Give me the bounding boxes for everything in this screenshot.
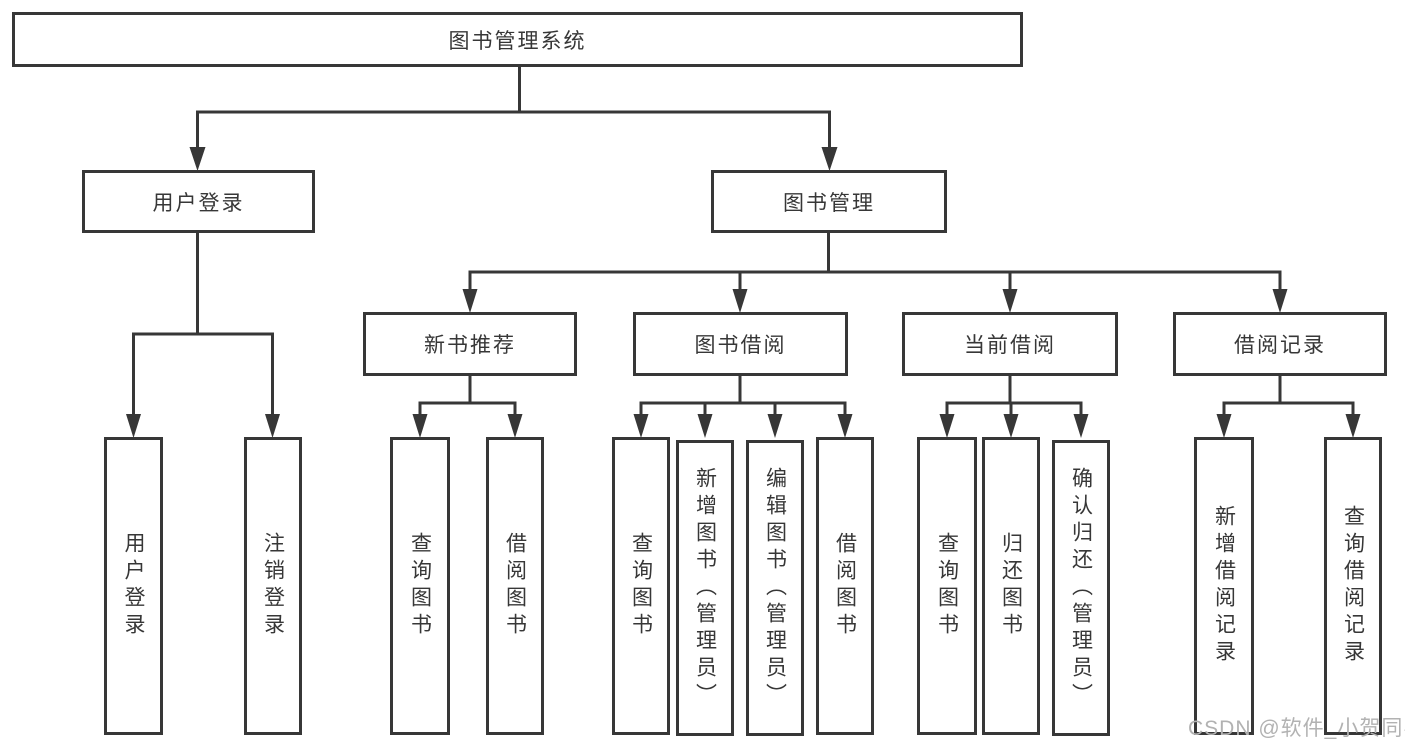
- arrow-down-icon: [1272, 289, 1288, 313]
- leaf-add-books-admin: 新增图书（管理员）: [676, 440, 734, 736]
- arrow-down-icon: [265, 414, 280, 438]
- connector-line: [639, 376, 847, 416]
- connector-line: [945, 376, 1083, 416]
- leaf-label: 注销登录: [261, 532, 285, 640]
- leaf-edit-books-admin: 编辑图书（管理员）: [746, 440, 804, 736]
- connector-line: [418, 376, 517, 416]
- arrow-down-icon: [507, 414, 523, 438]
- leaf-query-books-recommend: 查询图书: [390, 437, 450, 735]
- leaf-query-books-borrowing: 查询图书: [612, 437, 670, 735]
- leaf-borrow-books-borrowing: 借阅图书: [816, 437, 874, 735]
- arrow-down-icon: [1216, 414, 1232, 438]
- arrow-down-icon: [1003, 414, 1019, 438]
- node-book-borrowing: 图书借阅: [633, 312, 848, 376]
- connector-line: [132, 233, 274, 416]
- leaf-return-books: 归还图书: [982, 437, 1040, 735]
- node-current-borrowing: 当前借阅: [902, 312, 1118, 376]
- leaf-query-borrow-record: 查询借阅记录: [1324, 437, 1382, 735]
- connector-line: [1222, 376, 1355, 416]
- arrow-down-icon: [1002, 289, 1018, 313]
- leaf-confirm-return-admin: 确认归还（管理员）: [1052, 440, 1110, 736]
- arrow-down-icon: [1345, 414, 1361, 438]
- arrow-down-icon: [939, 414, 955, 438]
- leaf-label: 确认归还（管理员）: [1069, 466, 1093, 710]
- arrow-down-icon: [126, 414, 141, 438]
- arrow-down-icon: [412, 414, 428, 438]
- node-user-login: 用户登录: [82, 170, 315, 233]
- node-label: 图书借阅: [694, 334, 787, 357]
- leaf-label: 查询借阅记录: [1341, 505, 1365, 667]
- watermark-text: CSDN @软件_小贺同学: [1188, 717, 1405, 740]
- leaf-label: 借阅图书: [833, 532, 857, 640]
- node-label: 图书管理: [783, 191, 875, 215]
- node-label: 图书管理系统: [448, 29, 587, 53]
- connector-line: [468, 233, 1282, 292]
- leaf-add-borrow-record: 新增借阅记录: [1194, 437, 1254, 735]
- node-book-management: 图书管理: [711, 170, 947, 233]
- arrow-down-icon: [189, 147, 206, 171]
- node-label: 当前借阅: [964, 334, 1056, 357]
- connector-line: [196, 67, 831, 150]
- arrow-down-icon: [1073, 414, 1089, 438]
- arrow-down-icon: [732, 289, 748, 313]
- arrow-down-icon: [767, 414, 783, 438]
- node-label: 新书推荐: [424, 334, 516, 357]
- node-library-management-system: 图书管理系统: [12, 12, 1023, 67]
- arrow-down-icon: [462, 289, 478, 313]
- leaf-label: 查询图书: [935, 532, 959, 640]
- leaf-query-books-current: 查询图书: [917, 437, 977, 735]
- leaf-borrow-books-recommend: 借阅图书: [486, 437, 544, 735]
- node-new-book-recommendation: 新书推荐: [363, 312, 577, 376]
- leaf-label: 查询图书: [408, 532, 432, 640]
- leaf-label: 编辑图书（管理员）: [763, 466, 787, 710]
- leaf-logout: 注销登录: [244, 437, 302, 735]
- leaf-user-login: 用户登录: [104, 437, 163, 735]
- arrow-down-icon: [697, 414, 713, 438]
- leaf-label: 用户登录: [122, 532, 145, 640]
- leaf-label: 新增借阅记录: [1212, 505, 1236, 667]
- node-borrowing-records: 借阅记录: [1173, 312, 1387, 376]
- leaf-label: 借阅图书: [503, 532, 527, 640]
- node-label: 借阅记录: [1234, 334, 1326, 357]
- arrow-down-icon: [821, 147, 838, 171]
- arrow-down-icon: [837, 414, 853, 438]
- leaf-label: 归还图书: [999, 532, 1023, 640]
- node-label: 用户登录: [152, 191, 245, 215]
- leaf-label: 查询图书: [629, 532, 653, 640]
- leaf-label: 新增图书（管理员）: [693, 466, 717, 710]
- arrow-down-icon: [633, 414, 649, 438]
